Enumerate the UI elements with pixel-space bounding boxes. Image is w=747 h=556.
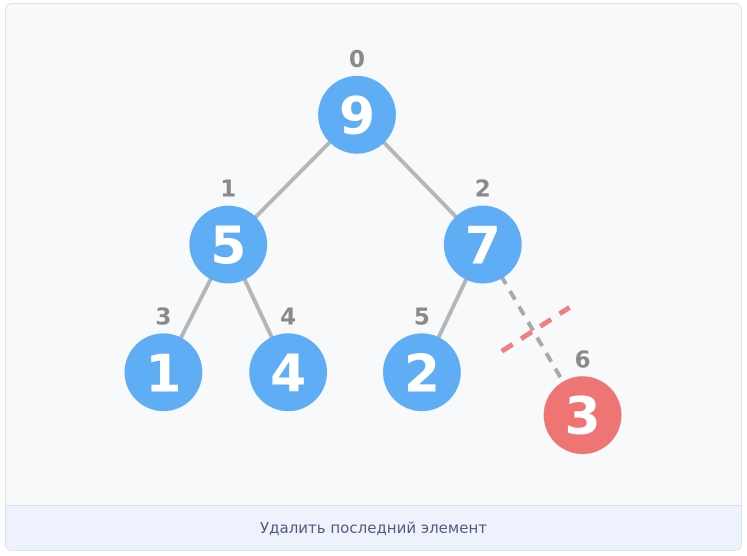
node-circle-removing (543, 376, 622, 455)
node-index-label: 0 (349, 47, 365, 73)
node-value: 2 (404, 344, 440, 404)
heap-node-2: 72 (443, 177, 522, 284)
node-value: 3 (565, 387, 601, 447)
node-circle (189, 205, 268, 284)
node-circle (318, 75, 396, 154)
node-value: 1 (145, 344, 181, 404)
node-circle (249, 333, 328, 412)
node-index-label: 3 (155, 304, 171, 330)
node-index-label: 2 (475, 177, 491, 203)
heap-node-1: 51 (189, 177, 268, 284)
cut-mark-icon (500, 305, 571, 354)
node-circle (124, 333, 203, 412)
heap-node-6: 36 (543, 347, 622, 455)
heap-node-3: 13 (124, 304, 203, 412)
node-index-label: 1 (220, 177, 236, 203)
heap-node-5: 25 (382, 304, 461, 412)
node-value: 9 (339, 87, 375, 147)
node-value: 4 (270, 344, 306, 404)
heap-node-4: 44 (249, 304, 328, 412)
node-circle (443, 205, 522, 284)
node-circle (382, 333, 461, 412)
node-index-label: 5 (414, 304, 430, 330)
remove-last-element-button[interactable]: Удалить последний элемент (6, 505, 741, 550)
heap-node-0: 90 (318, 47, 396, 154)
node-index-label: 4 (280, 304, 296, 330)
node-value: 7 (465, 217, 501, 277)
node-index-label: 6 (575, 347, 591, 373)
node-value: 5 (210, 217, 246, 277)
